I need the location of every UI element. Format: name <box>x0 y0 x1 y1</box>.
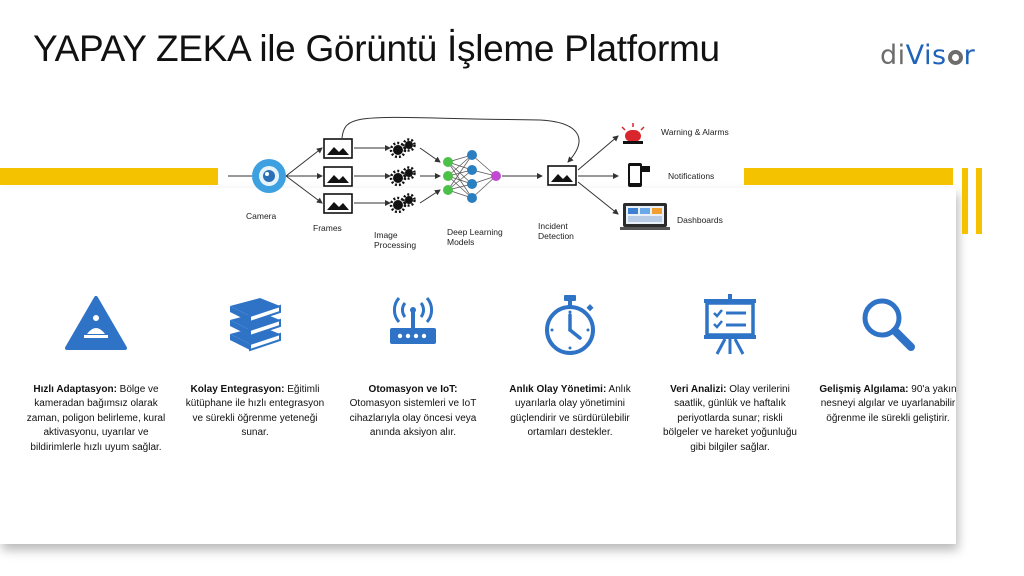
feature-detection-desc: 90'a yakın nesneyi algılar ve uyarlanabi… <box>820 384 957 424</box>
books-icon <box>230 298 281 352</box>
accent-band-left <box>0 168 218 185</box>
feature-automation: Otomasyon ve IoT: Otomasyon sistemleri v… <box>343 290 483 441</box>
router-icon <box>390 297 436 344</box>
feature-detection: Gelişmiş Algılama: 90'a yakın nesneyi al… <box>818 290 958 426</box>
accent-band-right <box>744 168 953 185</box>
stage-label-image-processing: Image Processing <box>374 230 416 250</box>
feature-data-analysis-title: Veri Analizi: <box>670 384 727 395</box>
camera-icon <box>252 159 286 193</box>
gear-icons <box>393 141 413 210</box>
stopwatch-icon <box>545 295 595 355</box>
feature-adaptation-desc: Bölge ve kameradan bağımsız olarak zaman… <box>26 384 166 453</box>
neural-network-icon <box>443 150 501 203</box>
dashboard-icon <box>620 203 670 230</box>
logo-part-1: di <box>880 40 906 71</box>
feature-data-analysis-desc: Olay verilerini saatlik, günlük ve hafta… <box>663 384 797 453</box>
stage-label-deep-learning-1: Deep Learning <box>447 227 503 237</box>
logo-o-icon <box>947 50 963 65</box>
logo-part-2: Vis <box>905 40 947 71</box>
logo-part-3: r <box>963 40 976 71</box>
stage-label-camera: Camera <box>246 211 277 221</box>
feature-detection-title: Gelişmiş Algılama: <box>819 384 909 395</box>
accent-band-vertical-1 <box>962 168 968 234</box>
adaptation-icon <box>65 296 127 350</box>
feature-incident-management-text: Anlık Olay Yönetimi: Anlık uyarılarla ol… <box>500 383 640 441</box>
feature-incident-management-desc: Anlık uyarılarla olay yönetimini güçlend… <box>510 384 631 439</box>
stage-label-incident-detection-2: Detection <box>538 231 574 241</box>
magnifier-icon <box>862 298 915 351</box>
feature-integration-title: Kolay Entegrasyon: <box>190 384 285 395</box>
phone-notification-icon <box>628 163 650 187</box>
feature-incident-management-title: Anlık Olay Yönetimi: <box>509 384 607 395</box>
feature-data-analysis: Veri Analizi: Olay verilerini saatlik, g… <box>660 290 800 455</box>
siren-icon <box>621 123 645 144</box>
pipeline-diagram <box>228 116 670 230</box>
output-label-notifications: Notifications <box>668 171 715 181</box>
feature-integration-text: Kolay Entegrasyon: Eğitimli kütüphane il… <box>185 383 325 441</box>
stage-label-frames: Frames <box>313 223 342 233</box>
output-label-dashboards: Dashboards <box>677 215 723 225</box>
feature-adaptation-title: Hızlı Adaptasyon: <box>33 384 117 395</box>
feature-integration: Kolay Entegrasyon: Eğitimli kütüphane il… <box>185 290 325 441</box>
presentation-board-icon <box>704 294 756 355</box>
stage-label-image-processing-1: Image <box>374 230 398 240</box>
feature-adaptation: Hızlı Adaptasyon: Bölge ve kameradan bağ… <box>26 290 166 455</box>
output-label-warning: Warning & Alarms <box>661 127 729 137</box>
stage-label-incident-detection: Incident Detection <box>538 221 574 241</box>
feature-detection-text: Gelişmiş Algılama: 90'a yakın nesneyi al… <box>818 383 958 426</box>
stage-label-image-processing-2: Processing <box>374 240 417 250</box>
frame-pictures <box>327 147 573 210</box>
feature-data-analysis-text: Veri Analizi: Olay verilerini saatlik, g… <box>660 383 800 455</box>
content-card <box>0 188 956 544</box>
feature-adaptation-text: Hızlı Adaptasyon: Bölge ve kameradan bağ… <box>26 383 166 455</box>
stage-label-incident-detection-1: Incident <box>538 221 568 231</box>
connector-lines <box>228 116 619 215</box>
accent-band-vertical-2 <box>976 168 982 234</box>
feature-integration-desc: Eğitimli kütüphane ile hızlı entegrasyon… <box>185 384 325 439</box>
stage-label-deep-learning: Deep Learning Models <box>447 227 503 247</box>
page-title: YAPAY ZEKA ile Görüntü İşleme Platformu <box>33 28 720 69</box>
feature-incident-management: Anlık Olay Yönetimi: Anlık uyarılarla ol… <box>500 290 640 441</box>
feature-automation-text: Otomasyon ve IoT: Otomasyon sistemleri v… <box>343 383 483 441</box>
stage-label-deep-learning-2: Models <box>447 237 475 247</box>
feature-automation-desc: Otomasyon sistemleri ve IoT cihazlarıyla… <box>349 398 477 439</box>
feature-automation-title: Otomasyon ve IoT: <box>368 384 458 395</box>
